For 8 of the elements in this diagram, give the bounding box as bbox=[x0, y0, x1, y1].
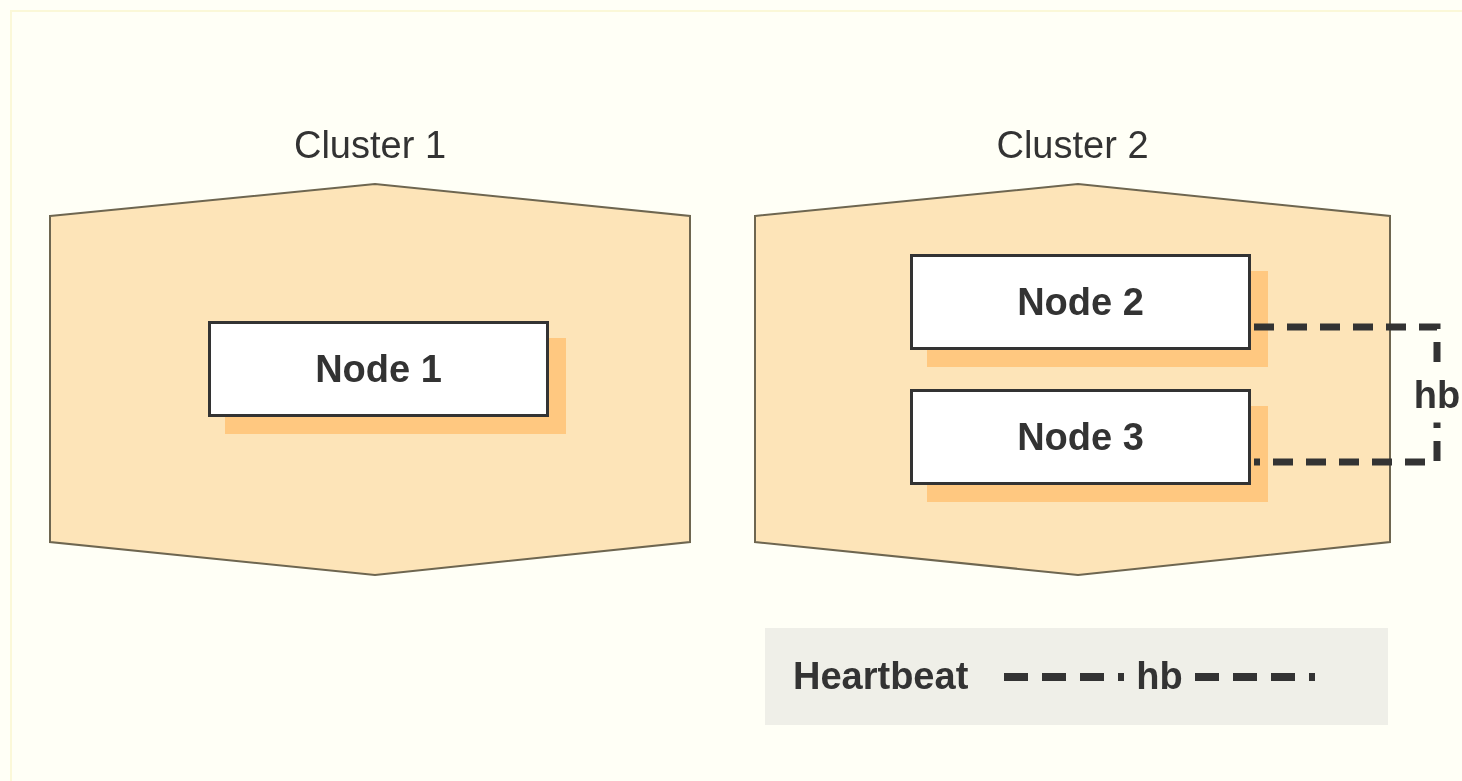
heartbeat-line bbox=[1254, 323, 1441, 466]
node-label: Node 2 bbox=[1017, 280, 1144, 324]
cluster-heading: Cluster 1 bbox=[292, 123, 448, 168]
legend-text: Heartbeat bbox=[793, 655, 969, 698]
node-label: Node 3 bbox=[1017, 415, 1144, 459]
legend-line-label: hb bbox=[1136, 655, 1183, 698]
cluster-heading: Cluster 2 bbox=[995, 123, 1150, 168]
node-label: Node 1 bbox=[315, 347, 442, 391]
